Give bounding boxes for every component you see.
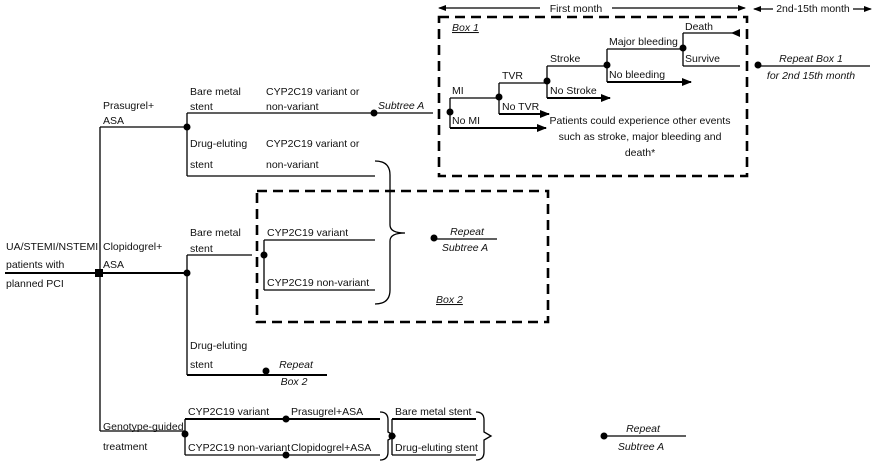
box-1-tree: MI No MI TVR No TVR Stroke No Stroke Maj… [446,21,740,159]
chance-node [282,451,290,459]
chance-node [754,61,762,69]
chance-node [262,367,270,375]
no-tvr-label: No TVR [502,101,540,113]
genotype-label: CYP2C19 variant or [266,138,360,150]
repeat-box-1-label: for 2nd 15th month [767,70,855,82]
tvr-label: TVR [502,70,523,82]
note-text: Patients could experience other events [550,115,731,127]
major-bleeding-label: Major bleeding [609,36,678,48]
repeat-label: Repeat [450,226,485,238]
timeline-first-month: First month [438,3,746,15]
clopidogrel-label: Clopidogrel+ [103,241,162,253]
box-2-label: Box 2 [436,294,463,306]
root-label-line: planned PCI [6,278,64,290]
drug-label: Prasugrel+ASA [291,406,363,418]
timeline-later-months: 2nd-15th month [753,3,872,15]
bare-metal-label: Bare metal stent [395,406,472,418]
drug-eluting-label: stent [190,359,213,371]
first-month-label: First month [550,3,603,15]
variant-label: CYP2C19 variant [188,406,269,418]
prasugrel-label: Prasugrel+ [103,100,154,112]
drug-label: Clopidogrel+ASA [291,442,371,454]
terminal-node-triangle [731,29,740,37]
drug-eluting-label: Drug-eluting [190,138,247,150]
mi-label: MI [452,85,464,97]
note-text: death* [625,147,655,159]
bare-metal-label: stent [190,101,213,113]
genotype-guided-label: Genotype-guided [103,421,184,433]
repeat-box-1-label: Repeat Box 1 [779,53,843,65]
note-text: such as stroke, major bleeding and [559,131,722,143]
drug-eluting-label: Drug-eluting stent [395,442,478,454]
repeat-label: Subtree A [442,242,488,254]
non-variant-label: CYP2C19 non-variant [267,277,369,289]
bare-metal-label: Bare metal [190,227,241,239]
genotype-guided-label: treatment [103,441,147,453]
variant-label: CYP2C19 variant [267,227,348,239]
bare-metal-label: stent [190,243,213,255]
drug-eluting-label: Drug-eluting [190,340,247,352]
box-1 [437,15,749,178]
non-variant-label: CYP2C19 non-variant [188,442,290,454]
repeat-label: Repeat [626,423,661,435]
prasugrel-label: ASA [103,115,124,127]
decision-node-square [95,269,103,277]
drug-eluting-label: stent [190,159,213,171]
chance-node [282,415,290,423]
no-mi-label: No MI [452,115,480,127]
clopidogrel-label: ASA [103,259,124,271]
brace [374,160,406,305]
box-1-label: Box 1 [452,22,479,34]
chance-node [430,234,438,242]
chance-node [370,109,378,117]
brace [475,411,493,461]
root-label-line: UA/STEMI/NSTEMI [6,241,98,253]
root-node: UA/STEMI/NSTEMI patients with planned PC… [5,127,103,431]
repeat-label: Box 2 [281,376,308,388]
death-label: Death [685,21,713,33]
root-label-line: patients with [6,259,65,271]
later-months-label: 2nd-15th month [776,3,850,15]
genotype-label: non-variant [266,159,319,171]
clopidogrel-branch: Clopidogrel+ ASA Bare metal stent CYP2C1… [100,226,497,388]
subtree-a-label: Subtree A [378,100,424,112]
stroke-label: Stroke [550,53,581,65]
no-stroke-label: No Stroke [550,85,597,97]
box-2 [255,189,550,324]
survive-label: Survive [685,53,720,65]
genotype-label: non-variant [266,101,319,113]
bare-metal-label: Bare metal [190,86,241,98]
genotype-label: CYP2C19 variant or [266,86,360,98]
repeat-label: Subtree A [618,441,664,453]
genotype-guided-branch: Genotype-guided treatment CYP2C19 varian… [100,406,686,461]
prasugrel-branch: Prasugrel+ ASA Bare metal stent CYP2C19 … [100,86,433,177]
repeat-label: Repeat [279,359,314,371]
no-bleeding-label: No bleeding [609,69,665,81]
